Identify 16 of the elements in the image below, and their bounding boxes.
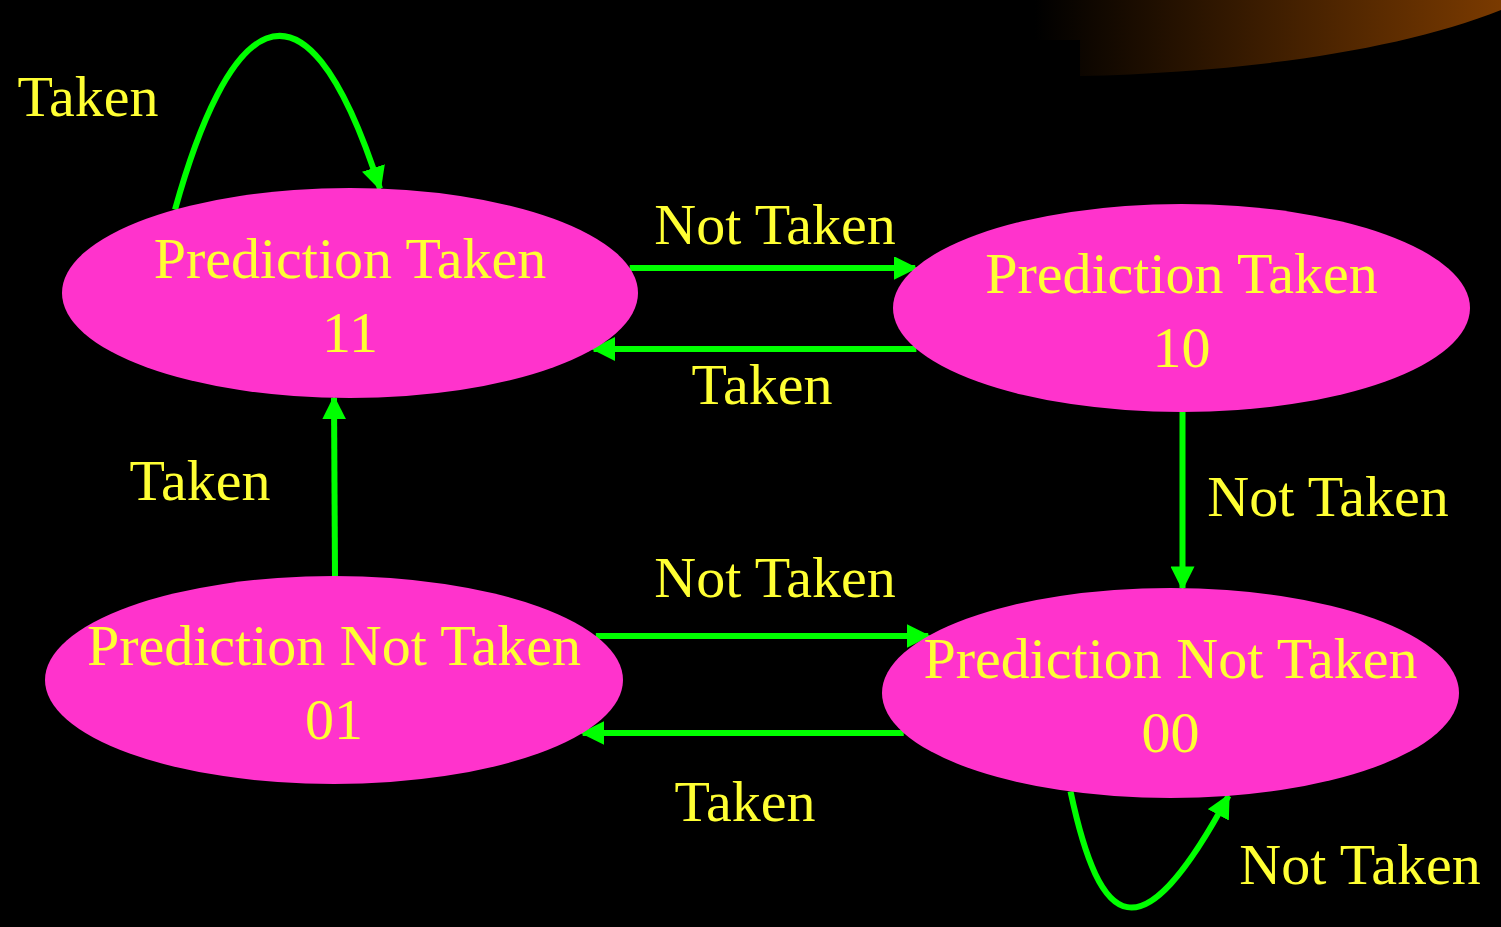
state-name: Prediction Not Taken	[923, 625, 1418, 693]
arrow	[595, 624, 931, 648]
arrow	[172, 33, 384, 211]
state-code: 00	[1141, 699, 1200, 767]
state-name: Prediction Taken	[985, 240, 1378, 308]
arrow	[1067, 790, 1232, 911]
arrow	[1170, 412, 1195, 591]
state-code: 01	[305, 686, 363, 754]
state-code: 10	[1152, 314, 1211, 382]
state-code: 11	[322, 299, 378, 367]
state-name: Prediction Taken	[153, 225, 547, 293]
arrow	[629, 256, 918, 280]
arrow	[322, 395, 347, 577]
arrow	[580, 721, 904, 745]
state-name: Prediction Not Taken	[86, 612, 582, 680]
arrow	[591, 337, 917, 361]
